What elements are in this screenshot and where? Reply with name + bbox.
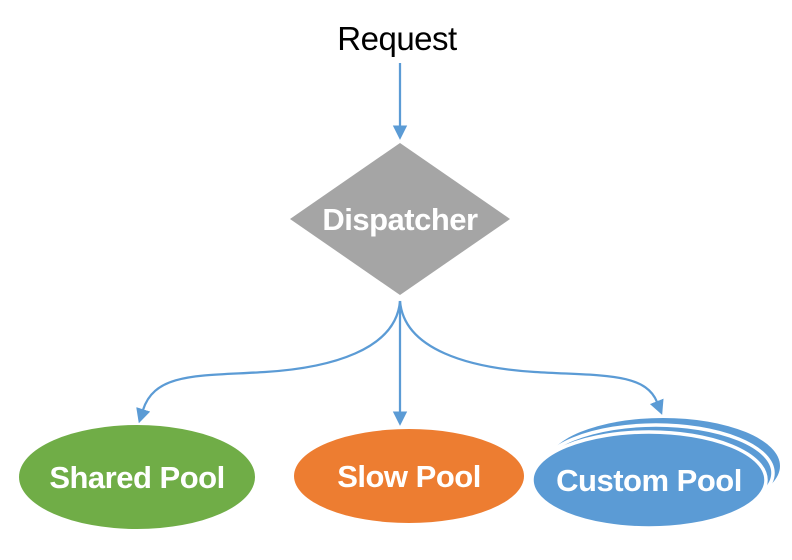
node-slow-pool [294, 429, 524, 523]
edge-dispatcher-shared-pool [136, 300, 402, 424]
edge-dispatcher-custom-pool [398, 300, 664, 415]
node-dispatcher-label: Dispatcher [322, 202, 478, 237]
node-shared-pool-label: Shared Pool [49, 460, 224, 495]
node-custom-pool-label: Custom Pool [556, 463, 742, 498]
node-request-label: Request [337, 20, 457, 57]
node-slow-pool-label: Slow Pool [337, 459, 481, 494]
node-dispatcher [290, 143, 510, 295]
node-shared-pool [19, 425, 255, 529]
node-custom-pool [530, 430, 768, 530]
